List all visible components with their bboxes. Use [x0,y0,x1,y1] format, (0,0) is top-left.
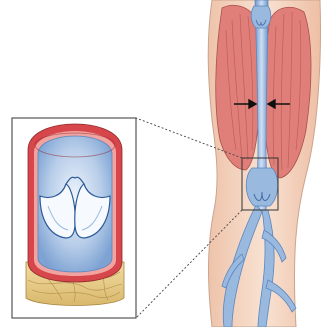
leg [208,0,320,327]
valve-bulge [246,168,278,206]
upper-valve [251,6,271,28]
inset-panel [12,118,136,318]
left-thigh-muscle [216,5,260,170]
